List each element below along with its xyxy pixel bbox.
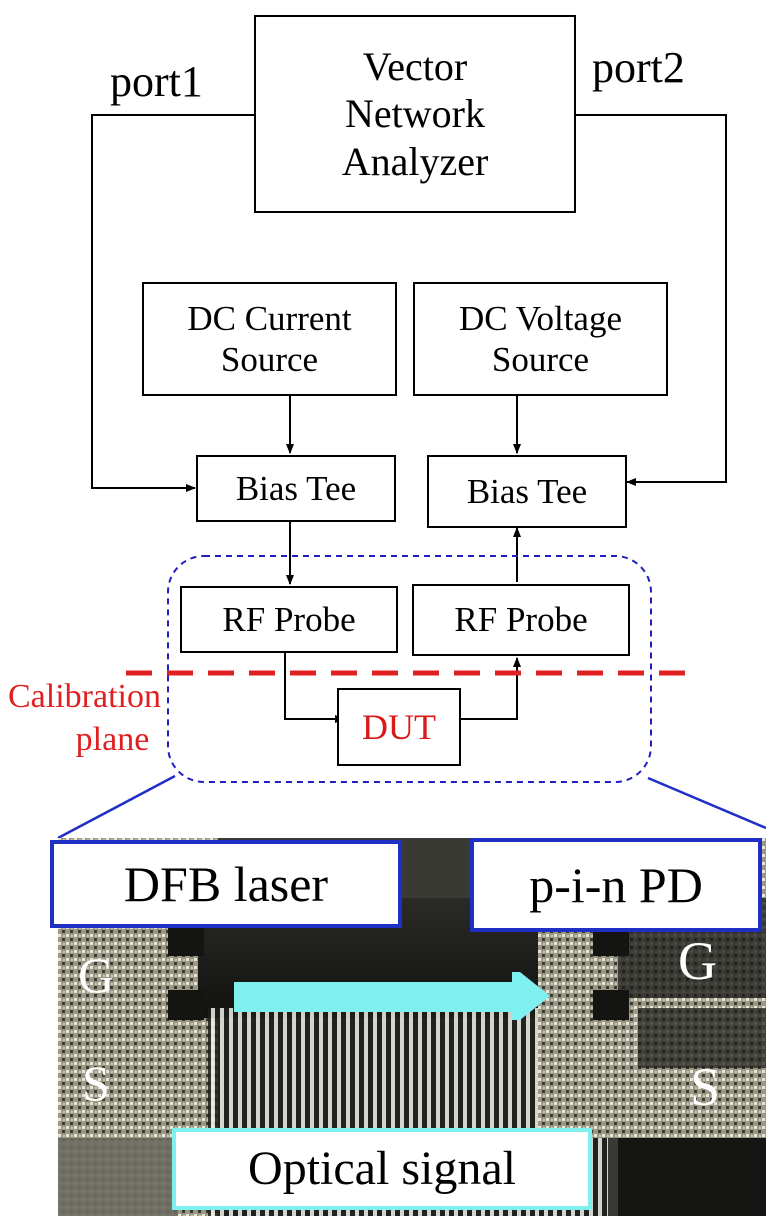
dc-current-line2: Source <box>220 340 319 379</box>
bias-tee-left-label: Bias Tee <box>235 468 357 508</box>
bias-tee-left-box: Bias Tee <box>196 455 396 522</box>
calibration-line2: plane <box>75 720 150 758</box>
vector-network-analyzer-box: Vector Network Analyzer <box>254 15 576 213</box>
left-s-label: S <box>82 1055 110 1111</box>
rf-probe-right-label: RF Probe <box>454 600 588 640</box>
calibration-label: Calibration plane <box>8 676 161 761</box>
dc-voltage-source-box: DC Voltage Source <box>413 282 668 396</box>
right-s-label: S <box>690 1057 721 1117</box>
right-g-label: G <box>678 931 717 991</box>
dut-to-probe-line <box>460 657 521 720</box>
zoom-line-right <box>647 776 766 830</box>
rf-probe-right-box: RF Probe <box>412 584 630 656</box>
probe-to-dut-line <box>284 653 345 723</box>
dc-current-source-box: DC Current Source <box>142 282 397 396</box>
pin-pd-label: p-i-n PD <box>529 857 703 913</box>
port1-line <box>91 114 254 492</box>
dut-label: DUT <box>362 706 436 747</box>
dc-current-line1: DC Current <box>187 298 352 338</box>
dfb-laser-label-box: DFB laser <box>50 840 402 928</box>
left-g-label: G <box>78 947 115 1003</box>
bias-tee-right-box: Bias Tee <box>427 455 627 528</box>
rf-probe-left-label: RF Probe <box>222 599 356 639</box>
dut-box: DUT <box>337 688 461 766</box>
port2-label: port2 <box>592 43 685 92</box>
optical-signal-arrow <box>234 972 550 1020</box>
calibration-line1: Calibration <box>8 678 161 715</box>
vna-line1: Vector <box>362 44 468 90</box>
pin-pd-label-box: p-i-n PD <box>470 838 762 932</box>
rf-probe-left-box: RF Probe <box>180 586 398 653</box>
optical-signal-label-box: Optical signal <box>172 1128 592 1210</box>
bias-tee-right-label: Bias Tee <box>466 471 588 511</box>
dc-voltage-line2: Source <box>491 340 590 379</box>
port1-label: port1 <box>110 57 203 106</box>
dfb-laser-label: DFB laser <box>123 856 329 912</box>
dc-voltage-line1: DC Voltage <box>458 298 623 338</box>
probe-enclosure <box>167 555 652 783</box>
port2-line <box>576 114 727 486</box>
zoom-line-left <box>57 774 176 840</box>
vna-line3: Analyzer <box>341 138 489 184</box>
vna-line2: Network <box>345 91 485 137</box>
optical-signal-label: Optical signal <box>248 1141 516 1195</box>
